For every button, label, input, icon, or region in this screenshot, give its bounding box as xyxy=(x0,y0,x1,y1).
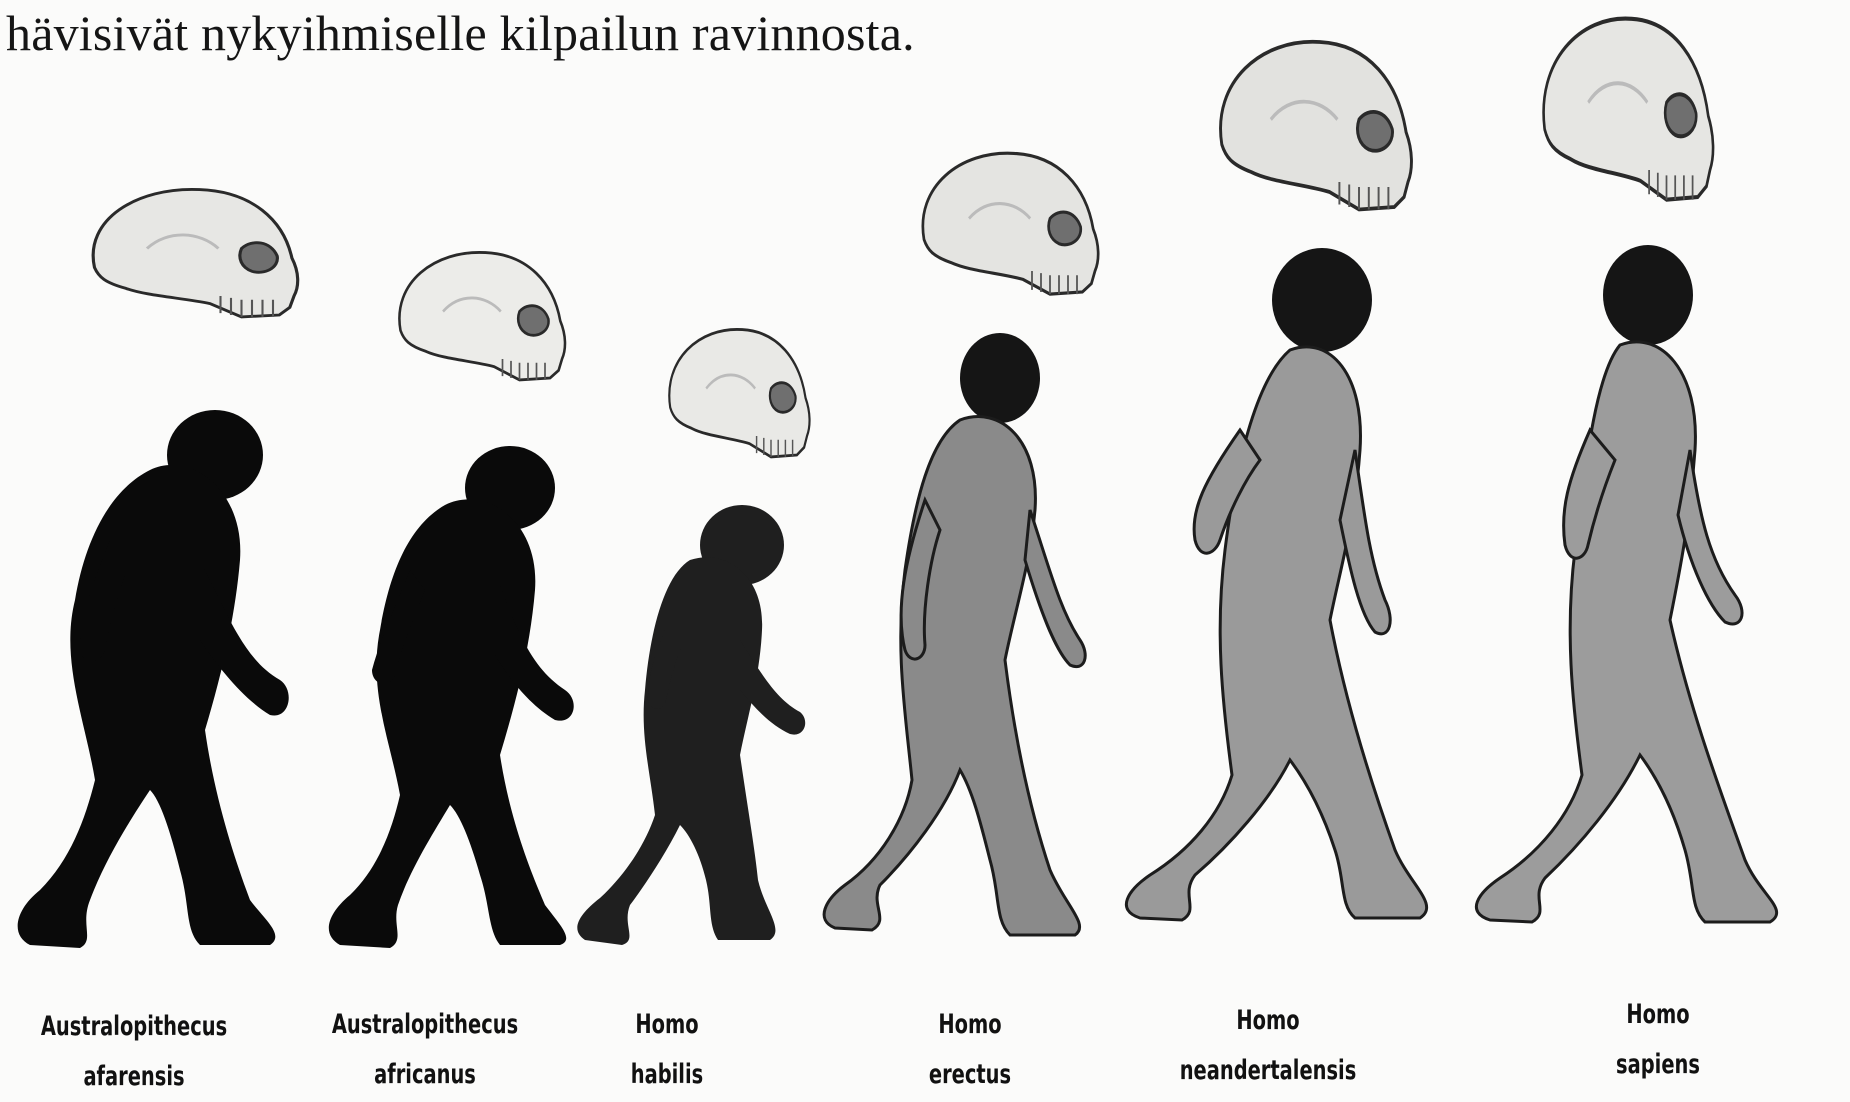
species-label-neandertalensis: Homo neandertalensis xyxy=(1160,996,1376,1096)
species-label-erectus: Homo erectus xyxy=(862,1000,1078,1100)
skull-erectus xyxy=(923,153,1098,294)
species-epithet: neandertalensis xyxy=(1160,1046,1376,1096)
genus-name: Homo xyxy=(1160,996,1376,1046)
figure-africanus xyxy=(329,446,574,948)
figure-erectus xyxy=(824,333,1085,935)
genus-name: Australopithecus xyxy=(26,1002,242,1052)
genus-name: Homo xyxy=(559,1000,775,1050)
figure-habilis xyxy=(577,505,805,945)
skull-habilis xyxy=(669,329,809,456)
species-label-afarensis: Australopithecus afarensis xyxy=(26,1002,242,1102)
genus-name: Homo xyxy=(1550,990,1766,1040)
species-epithet: sapiens xyxy=(1550,1040,1766,1090)
species-label-sapiens: Homo sapiens xyxy=(1550,990,1766,1090)
skull-afarensis xyxy=(93,189,298,316)
species-label-africanus: Australopithecus africanus xyxy=(317,1000,533,1100)
figure-neandertalensis xyxy=(1126,248,1426,920)
skull-neandertalensis xyxy=(1221,42,1412,210)
genus-name: Homo xyxy=(862,1000,1078,1050)
genus-name: Australopithecus xyxy=(317,1000,533,1050)
figure-afarensis xyxy=(18,410,289,948)
skull-sapiens xyxy=(1544,19,1713,200)
skull-africanus xyxy=(399,252,565,379)
figure-sapiens xyxy=(1476,245,1776,922)
species-label-habilis: Homo habilis xyxy=(559,1000,775,1100)
species-epithet: afarensis xyxy=(26,1052,242,1102)
